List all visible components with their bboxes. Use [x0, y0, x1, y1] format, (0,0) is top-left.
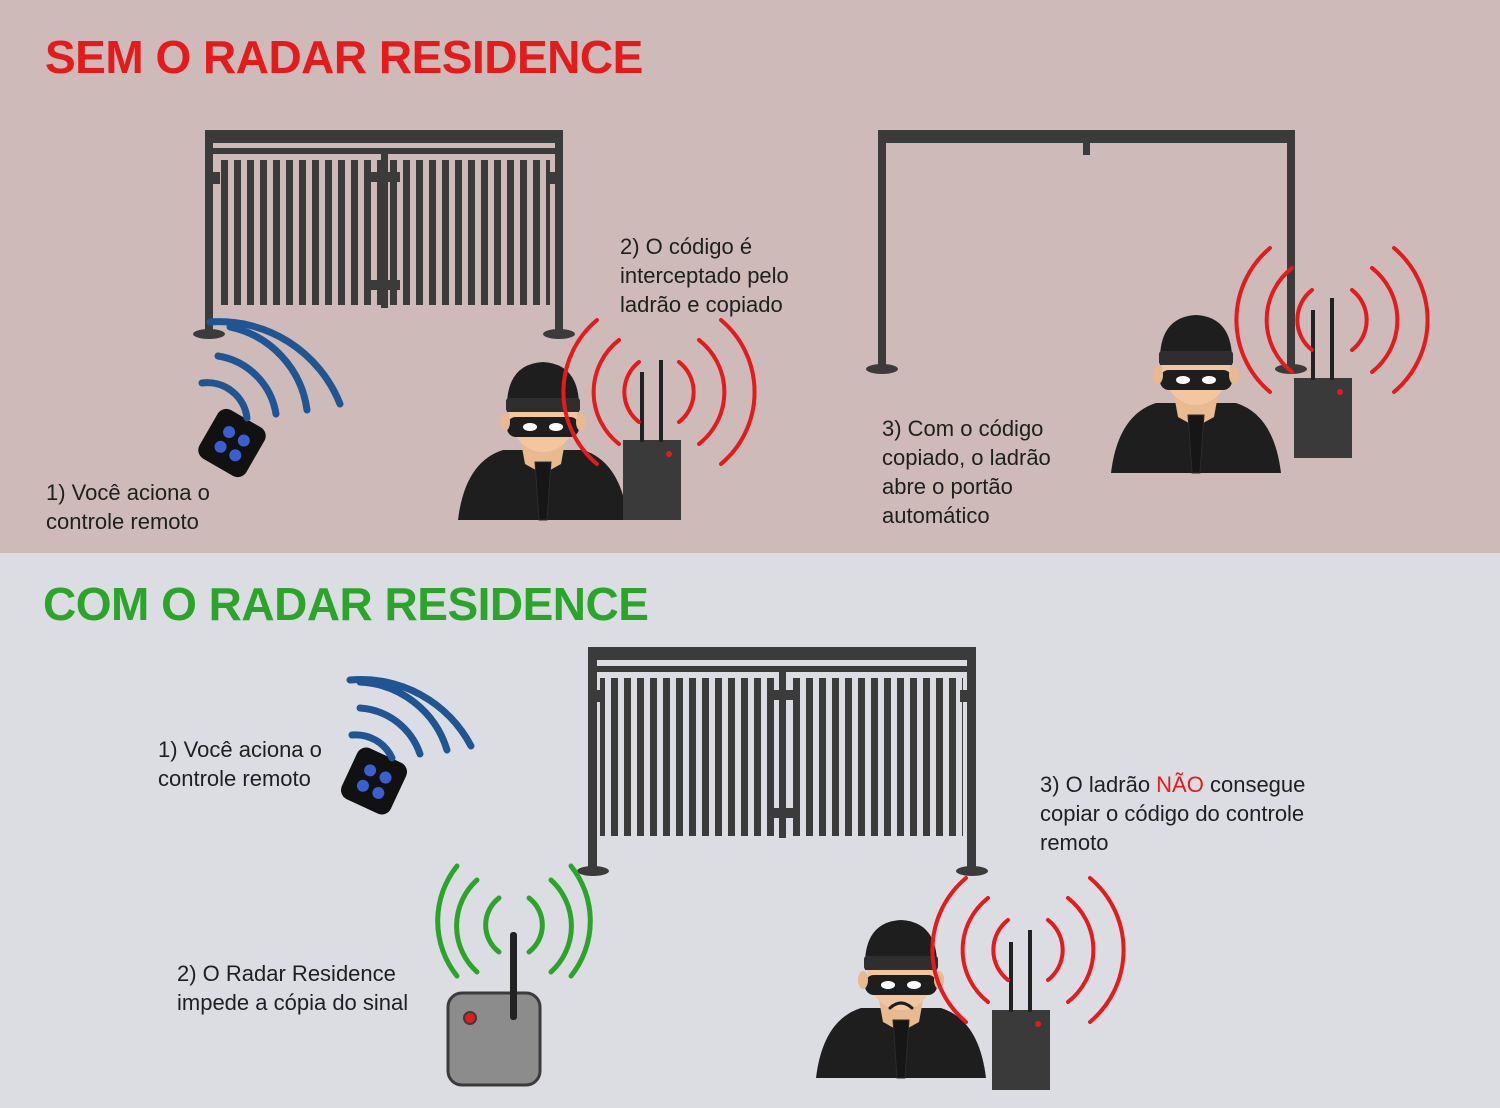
- signal-jammer-icon: [623, 360, 681, 520]
- thief-icon: [457, 361, 629, 521]
- top-step2-caption: 2) O código é interceptado pelo ladrão e…: [620, 234, 789, 317]
- remote-control-icon: [337, 744, 411, 818]
- top-step3-caption: 3) Com o código copiado, o ladrão abre o…: [882, 416, 1051, 528]
- gate-icon: [193, 130, 575, 339]
- gate-icon: [577, 647, 988, 876]
- bottom-step3-caption: 3) O ladrão NÃO consegue copiar o código…: [1040, 772, 1306, 855]
- bottom-section-title: COM O RADAR RESIDENCE: [43, 578, 649, 630]
- bottom-step1-caption: 1) Você aciona o controle remoto: [158, 737, 322, 791]
- wireless-signal-icon: [346, 676, 475, 762]
- open-gate-icon: [866, 130, 1307, 374]
- bottom-step2-caption: 2) O Radar Residence impede a cópia do s…: [177, 961, 409, 1015]
- top-step1-caption: 1) Você aciona o controle remoto: [46, 480, 210, 534]
- signal-jammer-icon: [992, 930, 1050, 1090]
- wireless-signal-icon: [435, 863, 593, 979]
- wireless-signal-icon: [198, 318, 344, 422]
- remote-control-icon: [194, 405, 270, 481]
- sad-thief-icon: [815, 919, 987, 1079]
- signal-jammer-icon: [1294, 298, 1352, 458]
- top-section-title: SEM O RADAR RESIDENCE: [45, 31, 643, 83]
- not-highlight: NÃO: [1156, 772, 1204, 797]
- thief-icon: [1110, 314, 1282, 474]
- radar-device-icon: [446, 932, 542, 1087]
